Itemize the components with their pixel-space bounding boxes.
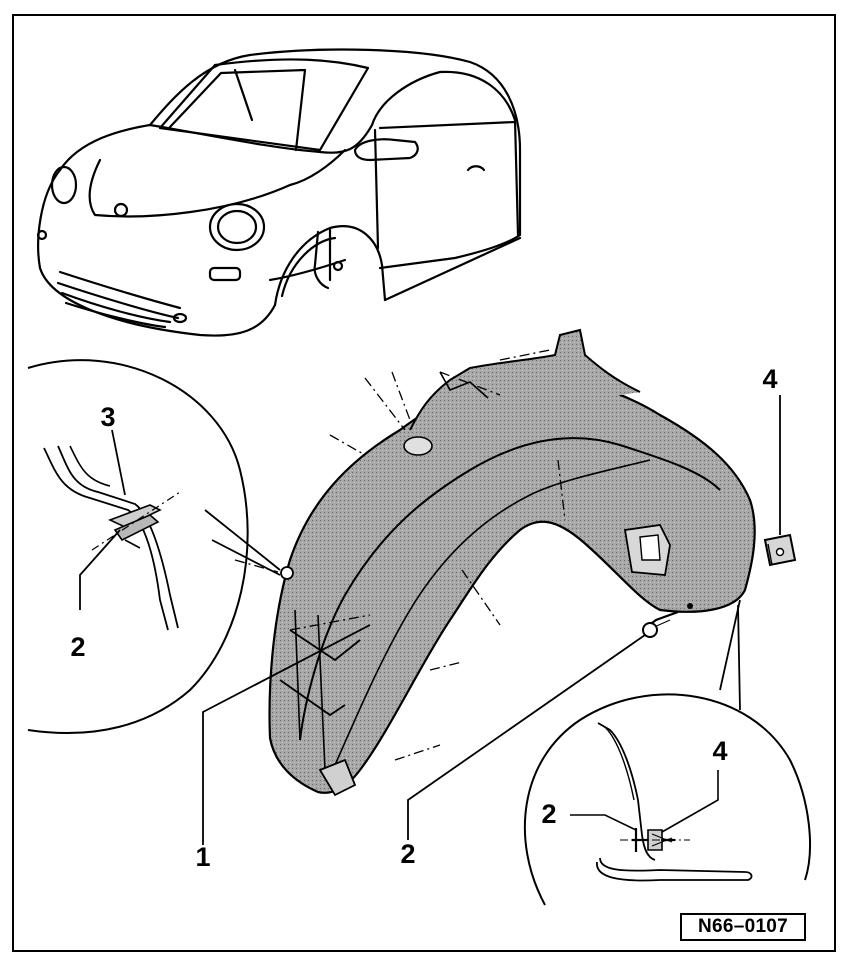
- detail-view-right: [523, 693, 811, 906]
- callout-4-right-detail: 4: [712, 736, 727, 766]
- center-lines: [234, 349, 566, 761]
- wheel-housing-liner: [268, 328, 756, 797]
- callout-2-left-detail: 2: [70, 632, 85, 662]
- car-illustration: [36, 48, 522, 337]
- detail-view-left: [27, 359, 249, 735]
- callout-4-nut: 4: [762, 364, 777, 394]
- callout-2-screw: 2: [400, 839, 415, 869]
- screw-fastener: [642, 610, 679, 638]
- callout-3-clip: 3: [100, 402, 115, 432]
- speed-nut: [763, 533, 797, 567]
- document-code-label: N66–0107: [680, 913, 806, 941]
- leader-lines: [79, 395, 781, 845]
- callout-2-right-detail: 2: [541, 799, 556, 829]
- callout-1-liner: 1: [195, 842, 210, 872]
